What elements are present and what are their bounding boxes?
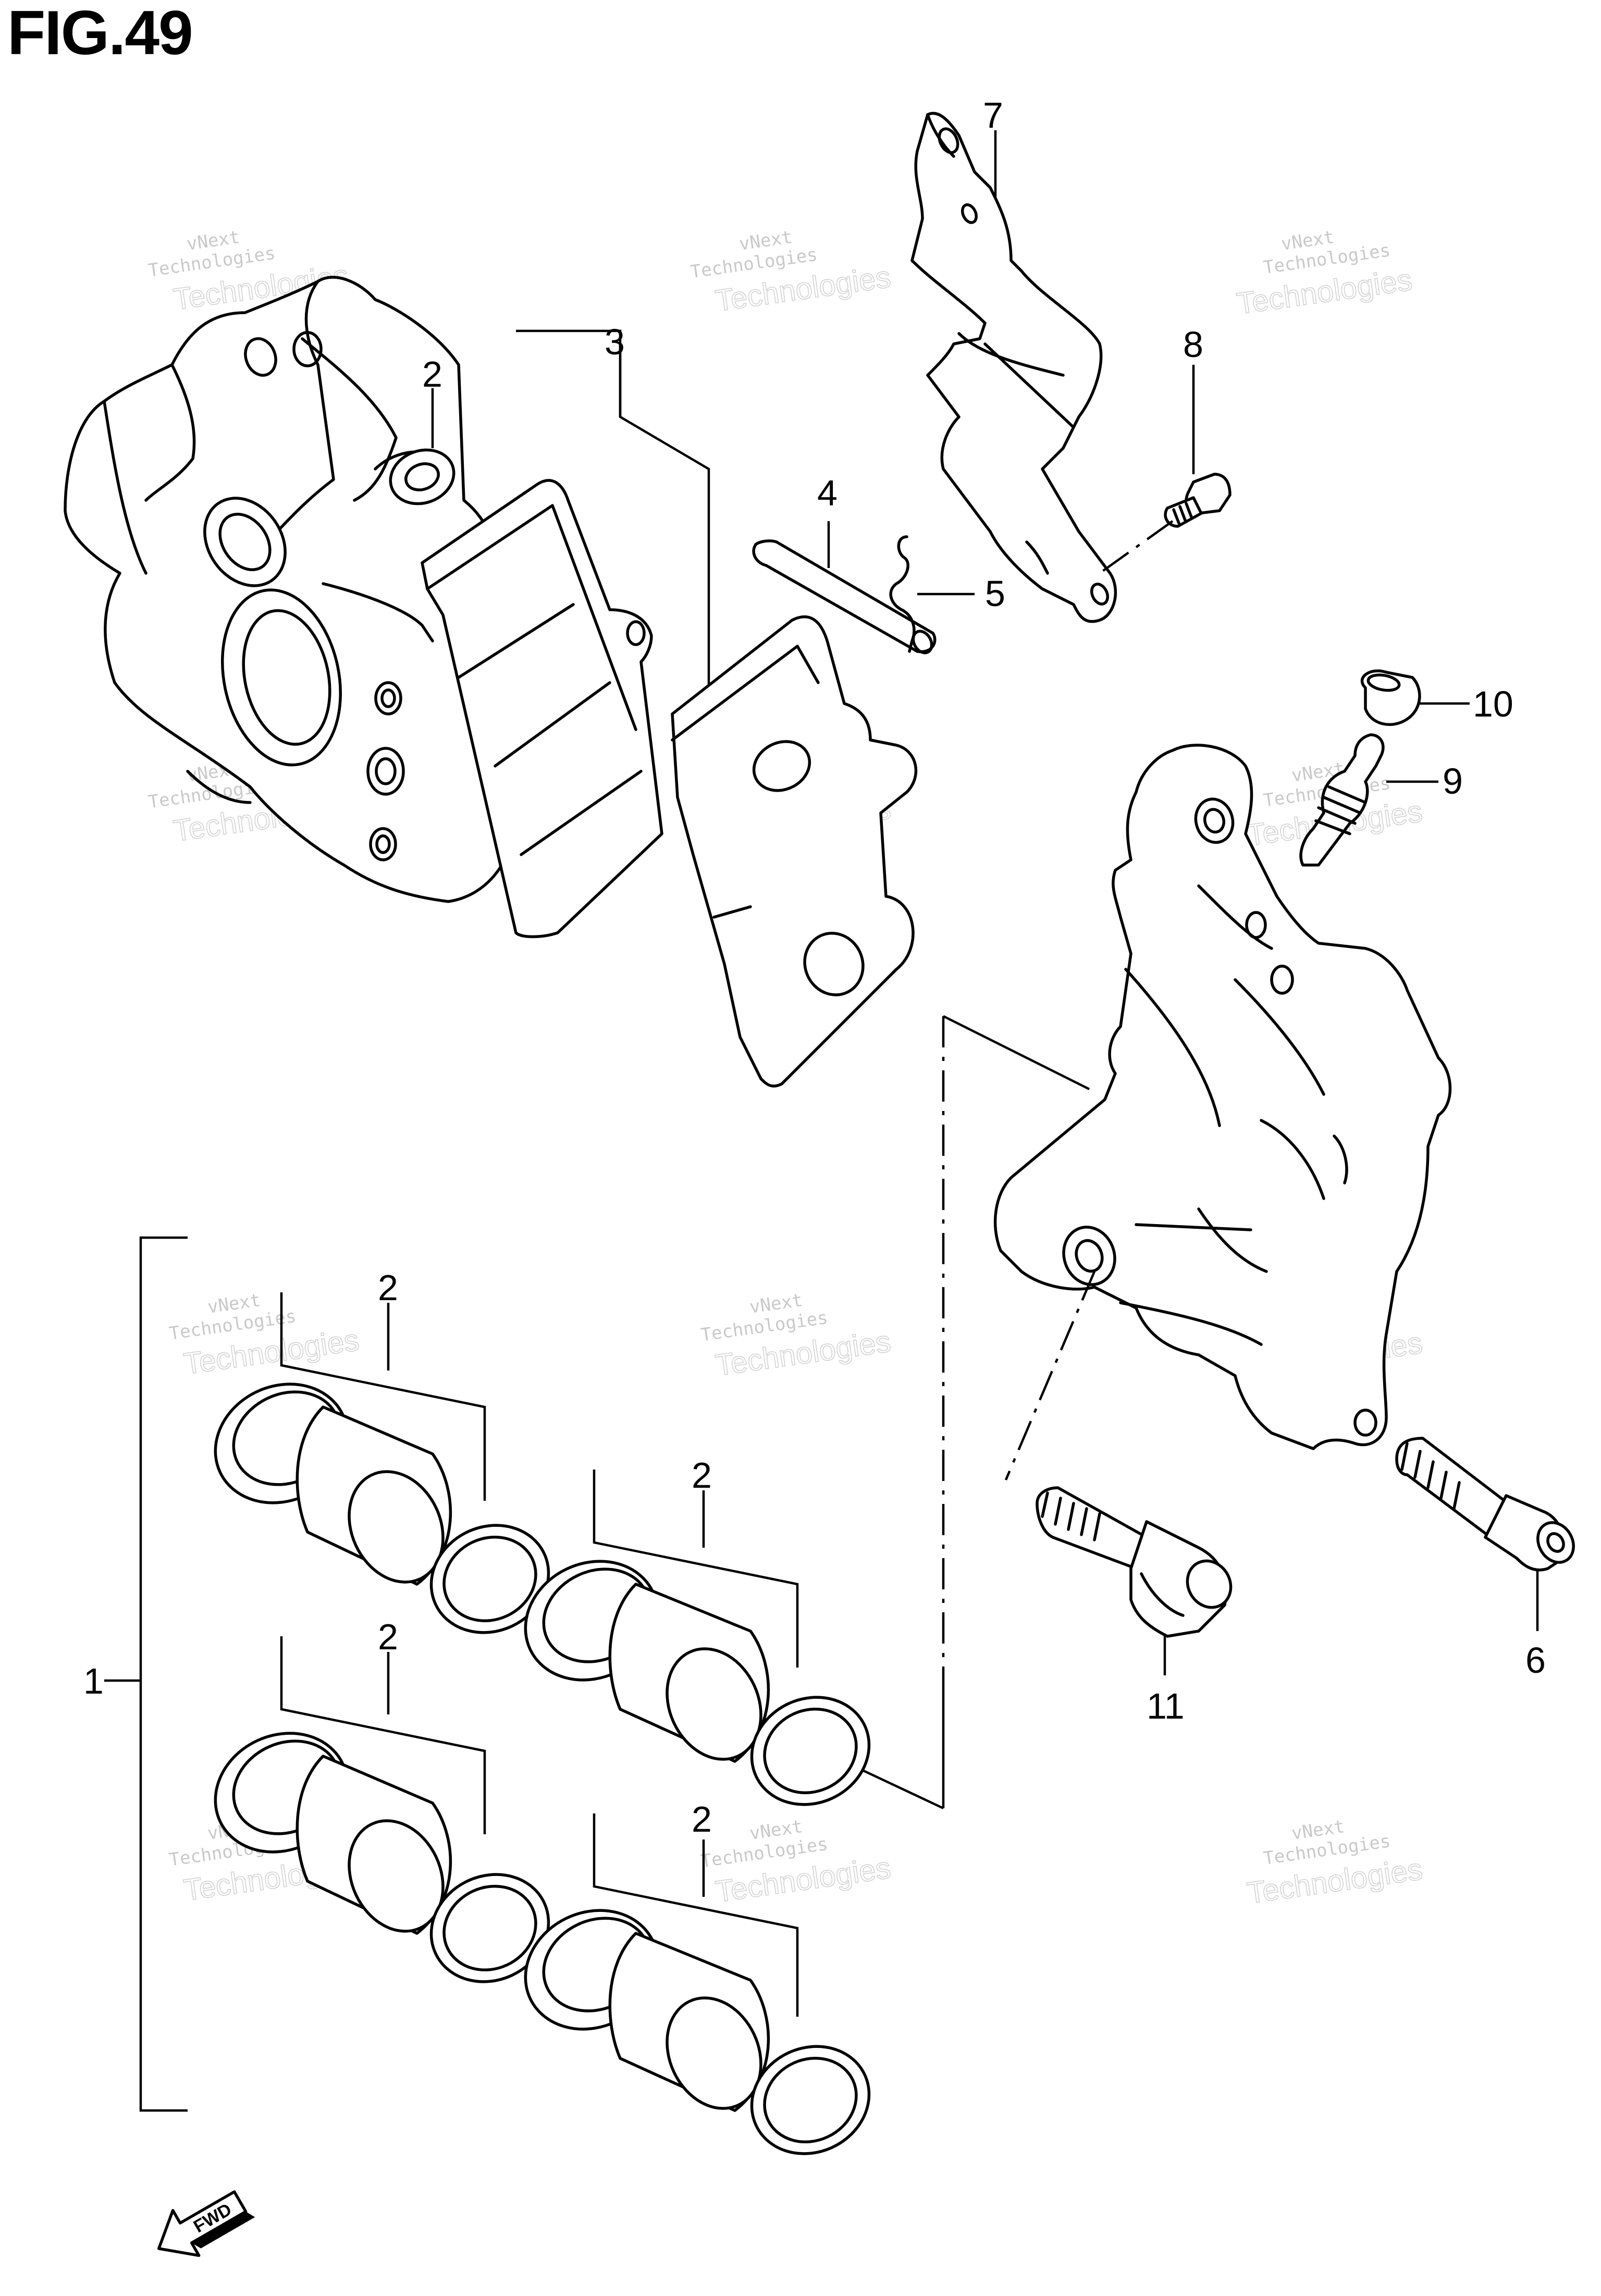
- pin-clip: [889, 535, 916, 653]
- piston-set-c: [214, 1732, 550, 1983]
- callout-2: 2: [378, 1616, 398, 1657]
- seal-ring-upper: [389, 448, 455, 505]
- guide-line: [1004, 1271, 1096, 1480]
- watermark: vNext Technologies Technologies: [168, 1290, 362, 1381]
- kit-bracket-line: [139, 1236, 188, 2112]
- callout-10: 10: [1473, 684, 1513, 724]
- piston-set-a: [214, 1382, 550, 1634]
- callout-2: 2: [378, 1267, 398, 1308]
- callout-8: 8: [1183, 324, 1203, 365]
- callout-1: 1: [83, 1661, 104, 1701]
- callout-11: 11: [1147, 1686, 1185, 1726]
- callout-2: 2: [692, 1455, 712, 1496]
- piston-set-b: [524, 1560, 871, 1806]
- svg-text:Technologies: Technologies: [1235, 263, 1414, 320]
- brake-pad-outer: [421, 479, 663, 939]
- leader-line: [942, 1015, 1090, 1091]
- callout-2: 2: [422, 354, 442, 394]
- watermark: vNext Technologies Technologies: [699, 1290, 893, 1383]
- leader-line: [593, 1470, 799, 1668]
- leader-line: [854, 1765, 944, 1810]
- callout-2: 2: [692, 1799, 712, 1840]
- bleeder-valve: [1299, 733, 1385, 867]
- watermark: vNext Technologies Technologies: [1245, 1816, 1425, 1910]
- watermark: vNext Technologies Technologies: [1234, 227, 1414, 321]
- callout-3: 3: [605, 322, 625, 362]
- callout-7: 7: [983, 95, 1003, 135]
- piston-set-d: [524, 1909, 871, 2155]
- mounting-bolt-right: [1395, 1437, 1575, 1572]
- brake-pad-inner: [671, 615, 918, 1088]
- callout-5: 5: [985, 573, 1005, 614]
- bracket-bolt: [1164, 473, 1231, 528]
- watermark: vNext Technologies Technologies: [699, 1816, 893, 1909]
- leader-line: [280, 1636, 486, 1834]
- pad-pin: [752, 539, 937, 655]
- figure-title: FIG.49: [7, 0, 193, 68]
- guide-line: [1099, 520, 1174, 574]
- mounting-bolt-left: [1036, 1486, 1233, 1638]
- fwd-arrow-icon: FWD: [157, 2190, 255, 2257]
- caliper-housing: [64, 276, 531, 903]
- leader-line: [280, 1292, 486, 1501]
- callout-9: 9: [1443, 761, 1463, 801]
- leader-line: [593, 1813, 799, 2017]
- caliper-cover-bracket: [910, 112, 1117, 623]
- watermark: vNext Technologies Technologies: [689, 227, 893, 318]
- bleeder-cap: [1360, 669, 1421, 726]
- callout-6: 6: [1525, 1640, 1546, 1681]
- caliper-body: [993, 744, 1452, 1450]
- callout-4: 4: [817, 473, 838, 513]
